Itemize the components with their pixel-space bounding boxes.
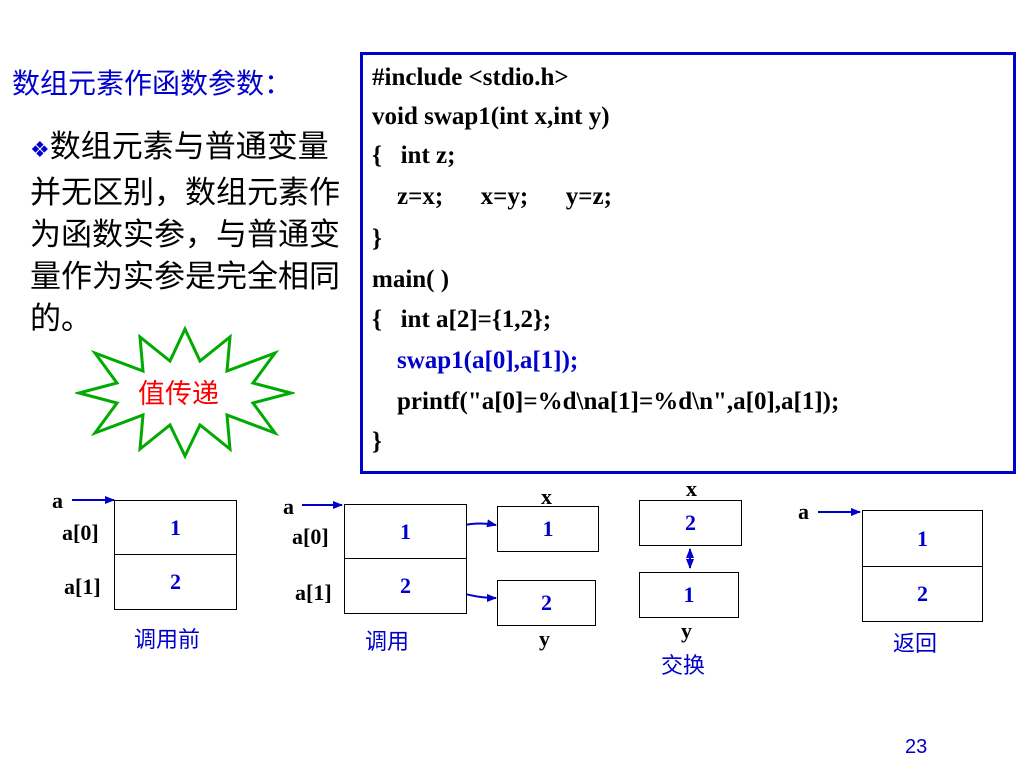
code-line-4: z=x; x=y; y=z;: [372, 183, 612, 210]
cell-a1-call: 2: [344, 558, 467, 614]
code-line-8: swap1(a[0],a[1]);: [372, 347, 579, 374]
cell-a0-before: 1: [114, 500, 237, 555]
code-line-7: { int a[2]={1,2};: [372, 306, 552, 333]
slide-title: 数组元素作函数参数：: [12, 67, 293, 100]
param-label-y-swap: y: [681, 618, 692, 643]
param-label-x-call: x: [541, 484, 552, 509]
caption-call: 调用: [365, 630, 410, 655]
code-line-5: }: [372, 225, 382, 252]
element-label-a1-before: a[1]: [64, 574, 101, 599]
caption-return: 返回: [893, 632, 938, 657]
cell-a1-before: 2: [114, 554, 237, 610]
cell-y-call: 2: [497, 580, 596, 626]
bullet-paragraph: ❖数组元素与普通变量并无区别，数组元素作为函数实参，与普通变量作为实参是完全相同…: [30, 126, 340, 340]
cell-x-call: 1: [497, 506, 599, 552]
cell-a0-return: 1: [862, 510, 983, 567]
code-line-10: }: [372, 428, 382, 455]
cell-a0-call: 1: [344, 504, 467, 559]
code-line-3: { int z;: [372, 142, 456, 169]
bullet-text: 数组元素与普通变量并无区别，数组元素作为函数实参，与普通变量作为实参是完全相同的…: [30, 129, 340, 337]
caption-before: 调用前: [134, 628, 201, 653]
cell-y-swap: 1: [639, 572, 739, 618]
caption-swap: 交换: [661, 654, 706, 679]
code-line-6: main( ): [372, 266, 450, 293]
cell-a1-return: 2: [862, 566, 983, 622]
starburst-shape: [75, 325, 295, 460]
code-line-1: #include <stdio.h>: [372, 64, 569, 91]
element-label-a0-call: a[0]: [292, 524, 329, 549]
element-label-a0-before: a[0]: [62, 520, 99, 545]
code-line-2: void swap1(int x,int y): [372, 103, 610, 130]
param-label-x-swap: x: [686, 476, 697, 501]
burst-label: 值传递: [138, 379, 219, 410]
page-number: 23: [905, 736, 928, 758]
pointer-label-return: a: [798, 499, 809, 524]
pointer-label-call: a: [283, 494, 294, 519]
code-line-9: printf("a[0]=%d\na[1]=%d\n",a[0],a[1]);: [372, 388, 840, 415]
code-box: [360, 52, 1016, 474]
diamond-bullet-icon: ❖: [30, 138, 50, 163]
element-label-a1-call: a[1]: [295, 580, 332, 605]
pointer-label-before: a: [52, 488, 63, 513]
cell-x-swap: 2: [639, 500, 742, 546]
param-label-y-call: y: [539, 626, 550, 651]
